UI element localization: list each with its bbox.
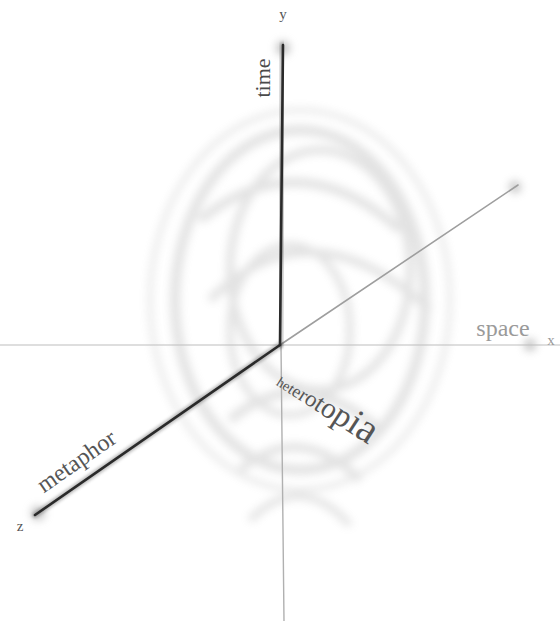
axis-letter: z (17, 519, 24, 534)
axis-label: space (476, 316, 529, 340)
axis-label: time (252, 58, 274, 97)
axis-letter: y (279, 7, 287, 22)
axes (0, 45, 560, 621)
axis-letter: x (547, 333, 555, 348)
cloud (150, 110, 450, 525)
axis-glow (31, 41, 536, 520)
